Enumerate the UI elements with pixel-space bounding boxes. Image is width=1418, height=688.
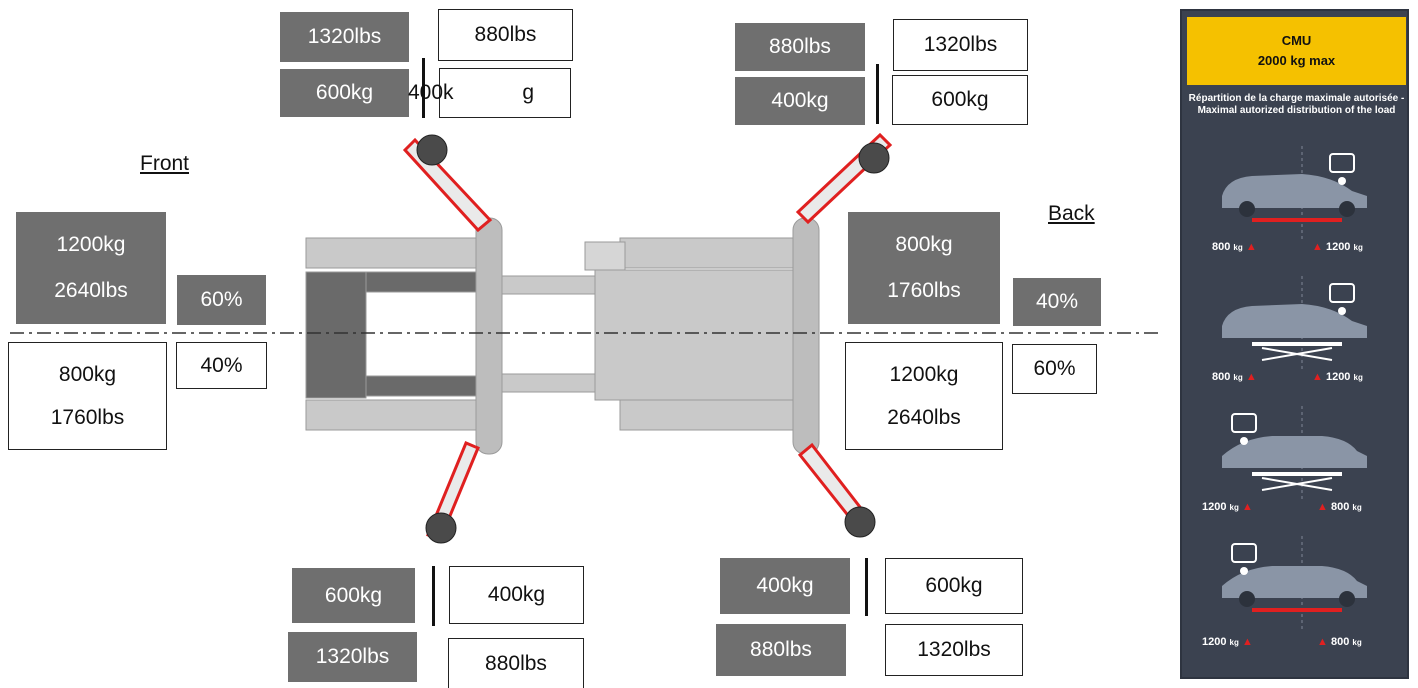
arm-back-top-divider <box>876 64 879 124</box>
back-top-percent: 40% <box>1013 278 1101 326</box>
arm-front-top-kg-dark: 600kg <box>280 69 409 117</box>
arm-front-bottom-kg-dark: 600kg <box>292 568 415 623</box>
back-top-load: 800kg 1760lbs <box>848 212 1000 324</box>
scene-1-left-value: 800 <box>1212 241 1231 253</box>
panel-title: CMU <box>1281 33 1312 48</box>
lift-diagram <box>10 132 1160 544</box>
back-bottom-lbs: 2640lbs <box>887 405 961 429</box>
arm-front-bottom-kg-light: 400kg <box>449 566 584 624</box>
arm-back-bottom-lbs-dark: 880lbs <box>716 624 846 676</box>
arm-front-top-lbs-light: 880lbs <box>438 9 573 61</box>
car-lift-icon <box>1222 146 1367 241</box>
scene-2-right: ▲ 1200 kg <box>1312 371 1363 383</box>
front-label: Front <box>140 152 190 175</box>
back-bottom-kg: 1200kg <box>889 362 959 386</box>
scene-1-right-value: 1200 <box>1325 241 1351 253</box>
arm-front-bottom-lbs-dark: 1320lbs <box>288 632 417 682</box>
scene-4-left-unit: kg <box>1229 638 1239 647</box>
scene-3-right-unit: kg <box>1352 503 1362 512</box>
scene-2-right-value: 1200 <box>1325 371 1351 383</box>
arm-front-top-divider <box>422 58 425 118</box>
scene-3-left-unit: kg <box>1229 503 1239 512</box>
car-lift-icon <box>1222 536 1367 631</box>
front-top-kg: 1200kg <box>56 233 126 256</box>
arm-front-top-lbs-dark: 1320lbs <box>280 12 409 62</box>
scene-3-left-value: 1200 <box>1202 501 1227 513</box>
arm-back-top-kg-light: 600kg <box>892 75 1028 125</box>
arm-front-bottom-divider <box>432 566 435 626</box>
front-top-percent: 60% <box>177 275 266 325</box>
back-bottom-percent: 60% <box>1012 344 1097 394</box>
front-bottom-kg: 800kg <box>58 362 117 386</box>
scene-4-right-value: 800 <box>1330 636 1350 648</box>
panel-header: CMU 2000 kg max <box>1187 17 1406 85</box>
arm-front-bottom-lbs-light: 880lbs <box>448 638 584 688</box>
panel-scene-4: 1200 kg ▲ ▲ 800 kg <box>1182 536 1411 656</box>
arm-back-top-lbs-dark: 880lbs <box>735 23 865 71</box>
arm-front-top-kg-tail: g <box>522 81 534 104</box>
car-lift-icon <box>1222 276 1367 371</box>
scene-2-left-value: 800 <box>1212 371 1231 383</box>
front-top-load: 1200kg 2640lbs <box>16 212 166 324</box>
back-bottom-load: 1200kg 2640lbs <box>845 342 1003 450</box>
arm-back-bottom-lbs-light: 1320lbs <box>885 624 1023 676</box>
arm-back-top-lbs-light: 1320lbs <box>893 19 1028 71</box>
panel-scene-2: 800 kg ▲ ▲ 1200 kg <box>1182 276 1411 396</box>
arm-back-bottom-kg-light: 600kg <box>885 558 1023 614</box>
scene-2-right-unit: kg <box>1353 373 1363 382</box>
panel-scene-1: 800 kg ▲ ▲ 1200 kg <box>1182 146 1411 266</box>
scene-3-right-value: 800 <box>1330 501 1350 513</box>
back-label: Back <box>1048 202 1095 225</box>
front-bottom-percent: 40% <box>176 342 267 389</box>
panel-description: Répartition de la charge maximale autori… <box>1188 93 1405 116</box>
back-top-lbs: 1760lbs <box>887 279 961 302</box>
scene-2-left-unit: kg <box>1233 373 1243 382</box>
scene-4-right: ▲ 800 kg <box>1317 636 1362 648</box>
panel-scene-3: 1200 kg ▲ ▲ 800 kg <box>1182 406 1411 526</box>
scene-1-right-unit: kg <box>1353 243 1363 252</box>
front-bottom-load: 800kg 1760lbs <box>8 342 167 450</box>
scene-1-left: 800 kg ▲ <box>1212 241 1257 253</box>
arm-back-top-kg-dark: 400kg <box>735 77 865 125</box>
scene-2-left: 800 kg ▲ <box>1212 371 1257 383</box>
scene-1-left-unit: kg <box>1233 243 1243 252</box>
arm-back-bottom-kg-dark: 400kg <box>720 558 850 614</box>
scene-3-right: ▲ 800 kg <box>1317 501 1362 513</box>
back-top-kg: 800kg <box>895 233 953 256</box>
scene-4-left-value: 1200 <box>1202 636 1227 648</box>
front-bottom-lbs: 1760lbs <box>50 405 125 429</box>
lift-pads <box>416 134 890 544</box>
arm-front-top-kg-light-text: 400k <box>408 81 454 104</box>
scene-3-left: 1200 kg ▲ <box>1202 501 1253 513</box>
front-top-lbs: 2640lbs <box>54 279 128 302</box>
lift-rails <box>305 237 806 431</box>
arm-back-bottom-divider <box>865 558 868 616</box>
load-distribution-panel: CMU 2000 kg max Répartition de la charge… <box>1180 9 1409 679</box>
car-lift-icon <box>1222 406 1367 501</box>
panel-subtitle: 2000 kg max <box>1257 53 1336 68</box>
arm-front-top-kg-light: g <box>439 68 571 118</box>
scene-1-right: ▲ 1200 kg <box>1312 241 1363 253</box>
scene-4-right-unit: kg <box>1352 638 1362 647</box>
scene-4-left: 1200 kg ▲ <box>1202 636 1253 648</box>
